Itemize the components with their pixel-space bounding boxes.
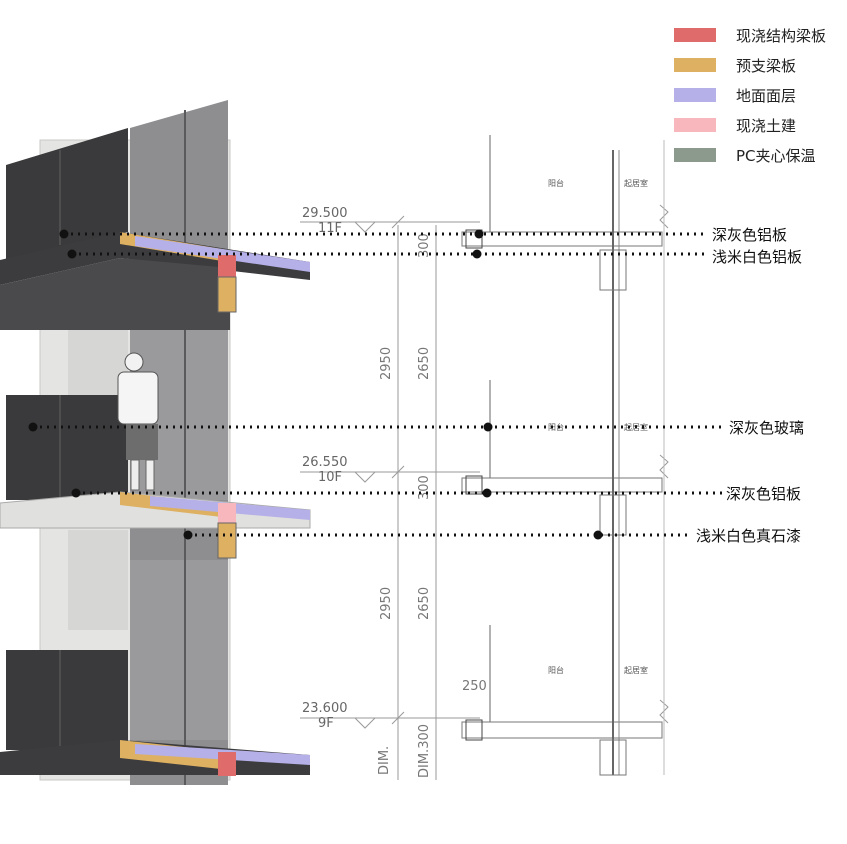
- floor-finish-band: [135, 236, 310, 272]
- facade-perspective: [0, 100, 311, 785]
- legend-swatch-3: [674, 118, 716, 132]
- wall-section: [599, 494, 627, 536]
- callout-light-beige-aluminum: 浅米白色铝板: [712, 248, 802, 266]
- legend-swatch-2: [674, 88, 716, 102]
- level-marker: [354, 717, 376, 729]
- leader-dot: [59, 229, 69, 239]
- leader-dot: [183, 530, 193, 540]
- callout-dark-grey-glass: 深灰色玻璃: [729, 419, 804, 437]
- dark-panel-10f: [6, 395, 128, 500]
- level-floor-10f: 10F: [318, 470, 342, 485]
- slab-underside: [0, 258, 230, 330]
- section-slab-9f: [461, 721, 663, 739]
- callout-labels: 深灰色铝板 浅米白色铝板 深灰色玻璃 深灰色铝板 浅米白色真石漆: [696, 226, 804, 545]
- room-balcony: 阳台: [548, 665, 564, 675]
- room-balcony: 阳台: [548, 422, 564, 432]
- legend-swatch-1: [674, 58, 716, 72]
- level-elevation-11f: 29.500: [302, 206, 348, 221]
- cast-civil-node: [218, 503, 236, 523]
- edge-detail: [465, 719, 483, 741]
- leader-dot: [483, 422, 493, 432]
- dim-clear-1: 2650: [417, 347, 432, 380]
- room-balcony: 阳台: [548, 178, 564, 188]
- legend-swatch-4: [674, 148, 716, 162]
- leader-dot: [67, 249, 77, 259]
- callout-beige-stone-paint: 浅米白色真石漆: [696, 527, 801, 545]
- edge-detail: [465, 229, 483, 249]
- dim-storey-2: 2950: [379, 587, 394, 620]
- slab-11f: [0, 232, 310, 285]
- leader-dot: [482, 488, 492, 498]
- edge-detail: [465, 475, 483, 495]
- precast-node: [217, 522, 237, 559]
- section-slab-11f: [461, 231, 663, 247]
- legend: 现浇结构梁板 预支梁板 地面面层 现浇土建 PC夹心保温: [674, 27, 826, 165]
- glass-panel: [130, 560, 228, 740]
- callout-dark-grey-aluminum: 深灰色铝板: [712, 226, 787, 244]
- legend-label-0: 现浇结构梁板: [736, 27, 826, 45]
- dark-panel-9f: [6, 650, 128, 750]
- legend-swatch-0: [674, 28, 716, 42]
- legend-label-3: 现浇土建: [736, 117, 796, 135]
- wall-section: [599, 739, 627, 776]
- callout-leaders: [28, 229, 725, 540]
- cad-labels: 29.500 11F 26.550 10F 23.600 9F 2950 265…: [302, 178, 648, 778]
- level-floor-11f: 11F: [318, 221, 342, 236]
- wall-section: [599, 249, 627, 291]
- leader-dot: [474, 229, 484, 239]
- level-floor-9f: 9F: [318, 716, 334, 731]
- precast-node: [217, 276, 237, 313]
- dim-balcony-depth: 250: [462, 679, 487, 694]
- dim-storey-1: 2950: [379, 347, 394, 380]
- person-figure: [117, 352, 159, 491]
- legend-label-2: 地面面层: [736, 87, 796, 105]
- leader-dot: [28, 422, 38, 432]
- leader-dot: [593, 530, 603, 540]
- wall-shade: [68, 530, 128, 630]
- leader-dot: [71, 488, 81, 498]
- section-slab-10f: [461, 477, 663, 493]
- legend-label-4: PC夹心保温: [736, 147, 816, 165]
- callout-dark-grey-aluminum-2: 深灰色铝板: [726, 485, 801, 503]
- cast-node: [218, 255, 236, 277]
- dim-clear-2: 2650: [417, 587, 432, 620]
- dim-label-2: DIM.300: [417, 724, 432, 778]
- dim-slab-2: 300: [417, 475, 432, 500]
- dim-label-1: DIM.: [377, 746, 392, 775]
- dark-panel-11f: [6, 128, 128, 260]
- dim-tick: [391, 465, 405, 479]
- legend-label-1: 预支梁板: [736, 57, 796, 75]
- room-living: 起居室: [624, 665, 648, 675]
- room-living: 起居室: [624, 178, 648, 188]
- level-marker: [354, 471, 376, 483]
- level-elevation-10f: 26.550: [302, 455, 348, 470]
- dim-tick: [391, 711, 405, 725]
- level-marker: [354, 221, 376, 233]
- dim-slab-1: 300: [417, 233, 432, 258]
- leader-dot: [472, 249, 482, 259]
- level-elevation-9f: 23.600: [302, 701, 348, 716]
- dim-tick: [391, 215, 405, 229]
- cast-node: [218, 752, 236, 776]
